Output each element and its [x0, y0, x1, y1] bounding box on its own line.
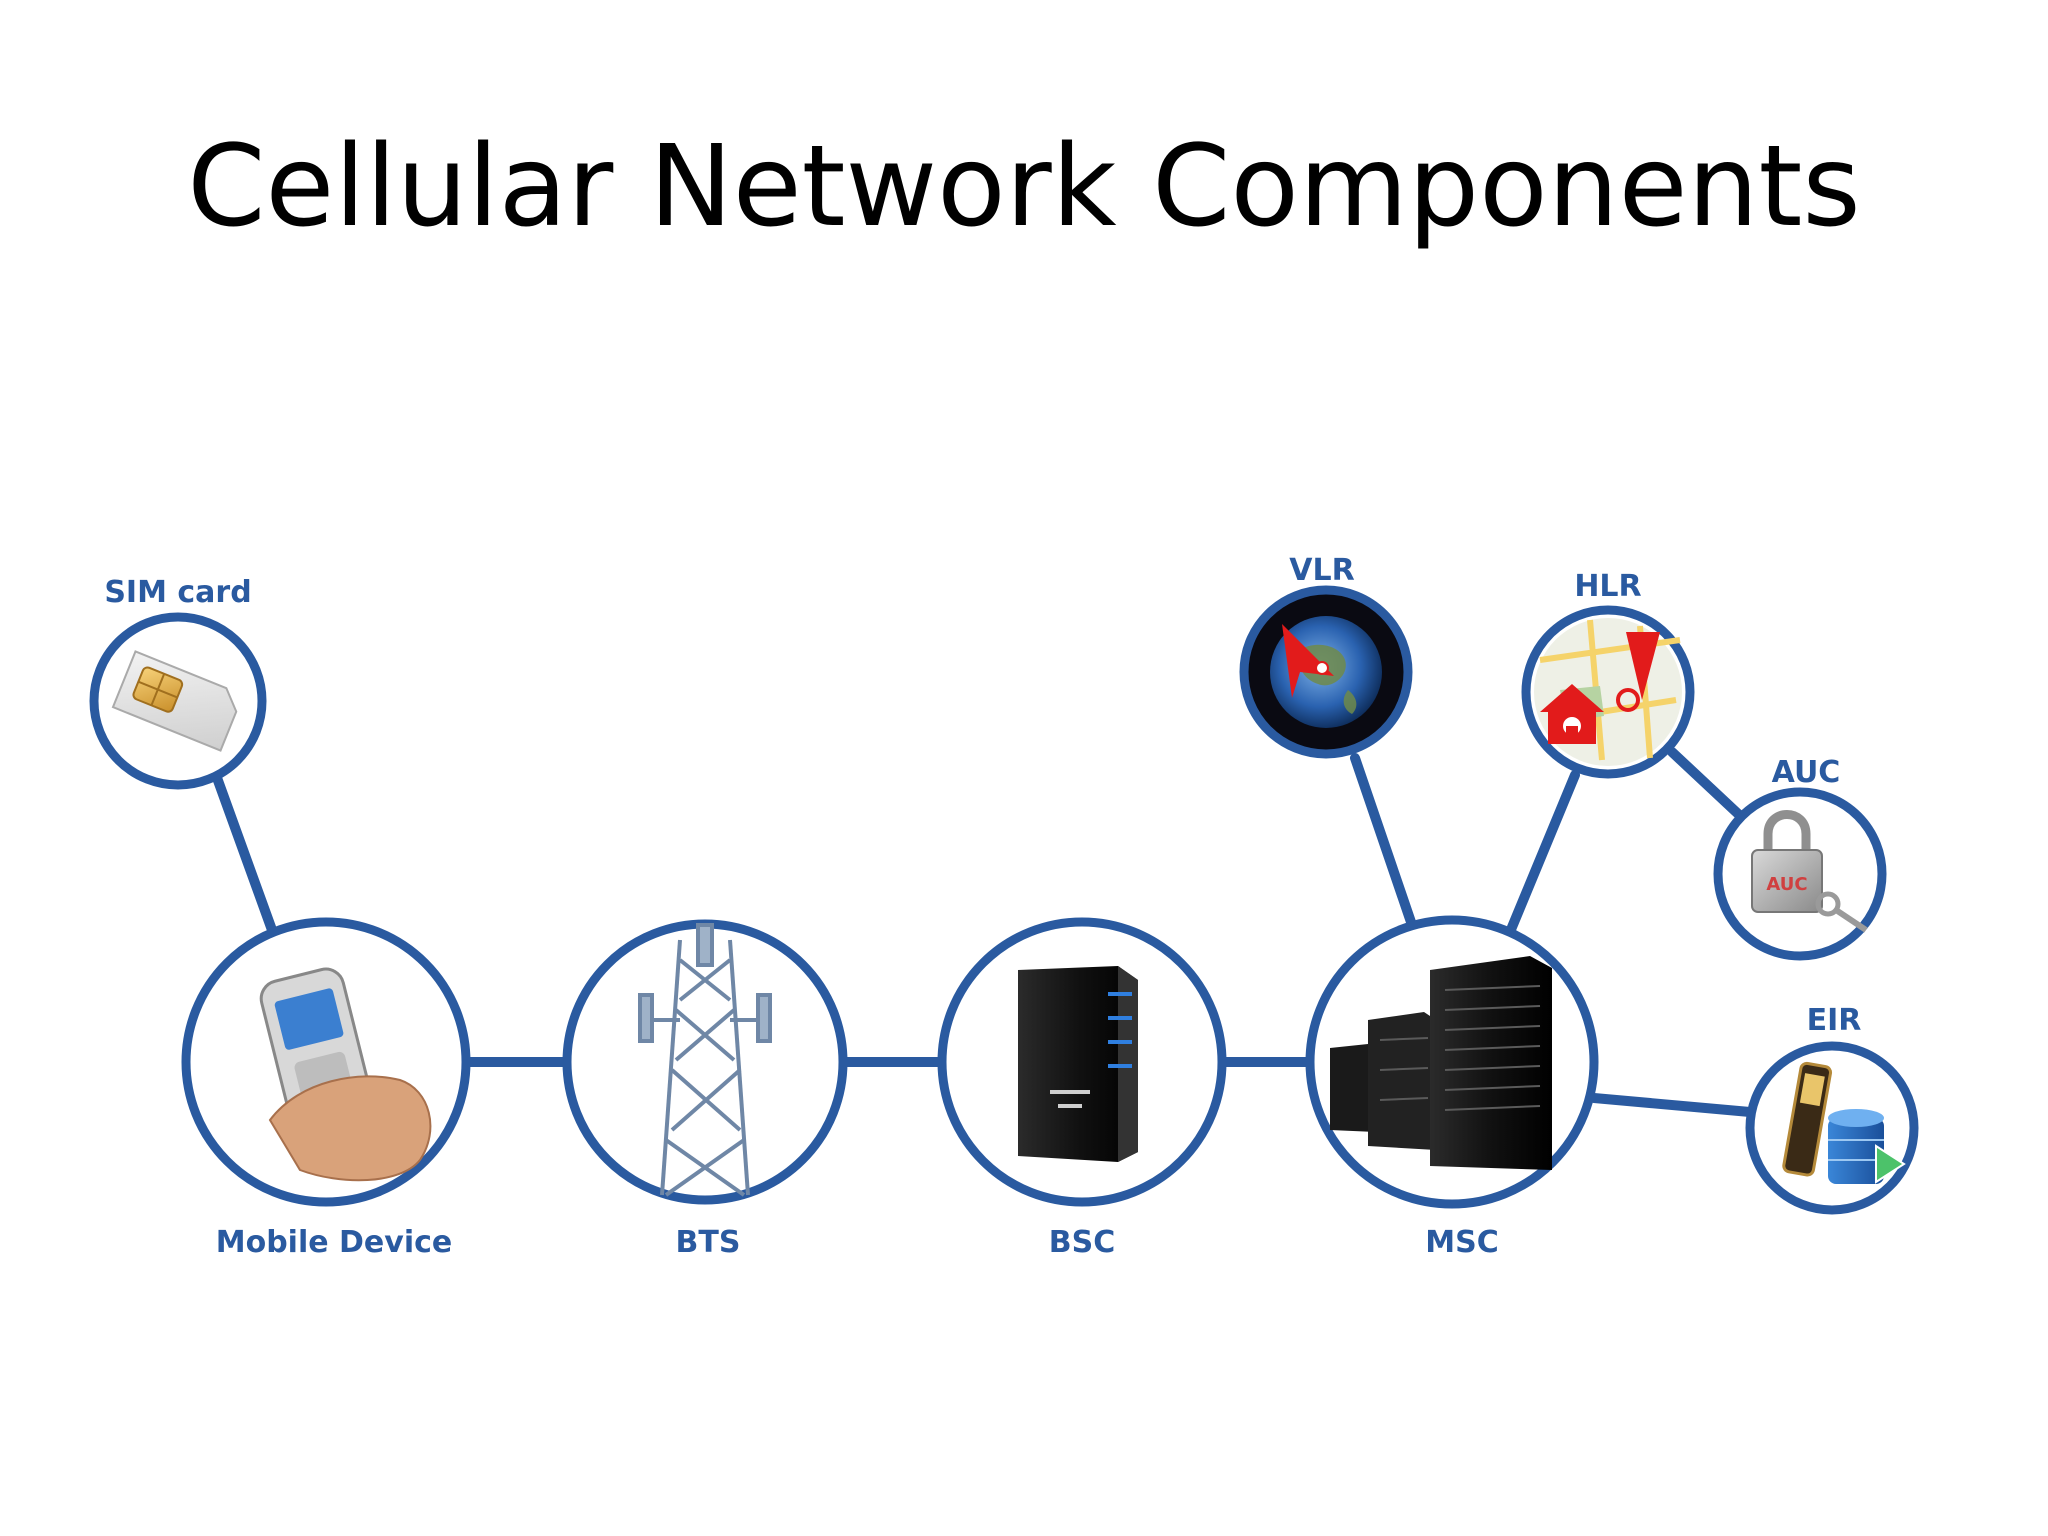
link-msc-hlr	[1505, 770, 1580, 937]
node-mobile-device: Mobile Device	[181, 917, 471, 1260]
link-sim-mobile	[211, 770, 277, 935]
slide-title: Cellular Network Components	[187, 122, 1861, 252]
map-pin-icon	[1534, 618, 1682, 766]
link-msc-eir	[1589, 1093, 1755, 1117]
msc-label: MSC	[1425, 1225, 1498, 1260]
phone-database-icon	[1782, 1061, 1906, 1184]
globe-icon	[1270, 616, 1382, 728]
bts-label: BTS	[676, 1225, 741, 1260]
sim-card-label: SIM card	[104, 575, 251, 610]
node-eir: EIR	[1745, 1003, 1919, 1215]
padlock-icon: AUC	[1751, 810, 1868, 933]
svg-text:AUC: AUC	[1766, 874, 1807, 895]
sim-card-icon	[111, 650, 238, 752]
eir-label: EIR	[1807, 1003, 1862, 1038]
mobile-phone-icon	[259, 967, 432, 1182]
link-msc-vlr	[1350, 753, 1417, 930]
node-bts: BTS	[562, 919, 848, 1260]
auc-label: AUC	[1772, 755, 1841, 790]
cell-tower-icon	[638, 923, 772, 1197]
link-hlr-auc	[1667, 747, 1755, 830]
node-bsc: BSC	[937, 917, 1227, 1260]
node-auc: AUC AUC	[1713, 755, 1887, 961]
server-rack-icon	[1330, 956, 1552, 1170]
node-hlr: HLR	[1521, 569, 1695, 779]
mobile-device-label: Mobile Device	[216, 1225, 453, 1260]
bsc-label: BSC	[1049, 1225, 1116, 1260]
connectors	[211, 747, 1755, 1117]
vlr-label: VLR	[1289, 553, 1354, 588]
node-vlr: VLR	[1239, 553, 1413, 759]
hlr-label: HLR	[1574, 569, 1641, 604]
server-icon	[1018, 966, 1138, 1162]
node-msc: MSC	[1305, 915, 1599, 1260]
node-sim-card: SIM card	[89, 575, 267, 790]
